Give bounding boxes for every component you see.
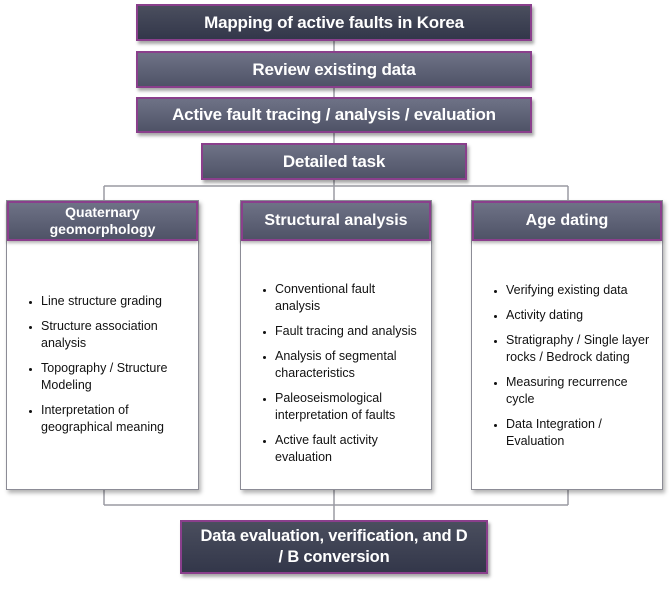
list-item: Interpretation of geographical meaning: [41, 402, 190, 436]
list-item: Structure association analysis: [41, 318, 190, 352]
list-item: Activity dating: [506, 307, 654, 324]
age-dating-list: Verifying existing data Activity dating …: [472, 282, 662, 458]
age-dating-header: Age dating: [472, 201, 662, 241]
list-item: Data Integration / Evaluation: [506, 416, 654, 450]
mapping-active-faults-box: Mapping of active faults in Korea: [136, 4, 532, 41]
list-item: Analysis of segmental characteristics: [275, 348, 423, 382]
fault-tracing-label: Active fault tracing / analysis / evalua…: [172, 105, 496, 124]
fault-tracing-box: Active fault tracing / analysis / evalua…: [136, 97, 532, 133]
list-item: Stratigraphy / Single layer rocks / Bedr…: [506, 332, 654, 366]
detailed-task-box: Detailed task: [201, 143, 467, 180]
list-item: Conventional fault analysis: [275, 281, 423, 315]
structural-analysis-list: Conventional fault analysis Fault tracin…: [241, 281, 431, 474]
age-dating-panel: Age dating Verifying existing data Activ…: [471, 200, 663, 490]
quaternary-geomorphology-panel: Quaternary geomorphology Line structure …: [6, 200, 199, 490]
data-evaluation-box: Data evaluation, verification, and D / B…: [180, 520, 488, 574]
structural-analysis-header: Structural analysis: [241, 201, 431, 241]
quaternary-geomorphology-header: Quaternary geomorphology: [7, 201, 198, 241]
structural-analysis-panel: Structural analysis Conventional fault a…: [240, 200, 432, 490]
review-existing-data-label: Review existing data: [252, 59, 416, 79]
mapping-active-faults-label: Mapping of active faults in Korea: [204, 12, 464, 32]
list-item: Measuring recurrence cycle: [506, 374, 654, 408]
quaternary-geomorphology-list: Line structure grading Structure associa…: [7, 293, 198, 444]
data-evaluation-label: Data evaluation, verification, and D / B…: [200, 527, 468, 566]
list-item: Active fault activity evaluation: [275, 432, 423, 466]
list-item: Paleoseismological interpretation of fau…: [275, 390, 423, 424]
list-item: Line structure grading: [41, 293, 190, 310]
detailed-task-label: Detailed task: [282, 151, 386, 171]
review-existing-data-box: Review existing data: [136, 51, 532, 88]
structural-analysis-title: Structural analysis: [264, 212, 408, 229]
list-item: Fault tracing and analysis: [275, 323, 423, 340]
list-item: Verifying existing data: [506, 282, 654, 299]
age-dating-title: Age dating: [525, 212, 609, 229]
list-item: Topography / Structure Modeling: [41, 360, 190, 394]
quaternary-geomorphology-title: Quaternary geomorphology: [49, 204, 156, 237]
